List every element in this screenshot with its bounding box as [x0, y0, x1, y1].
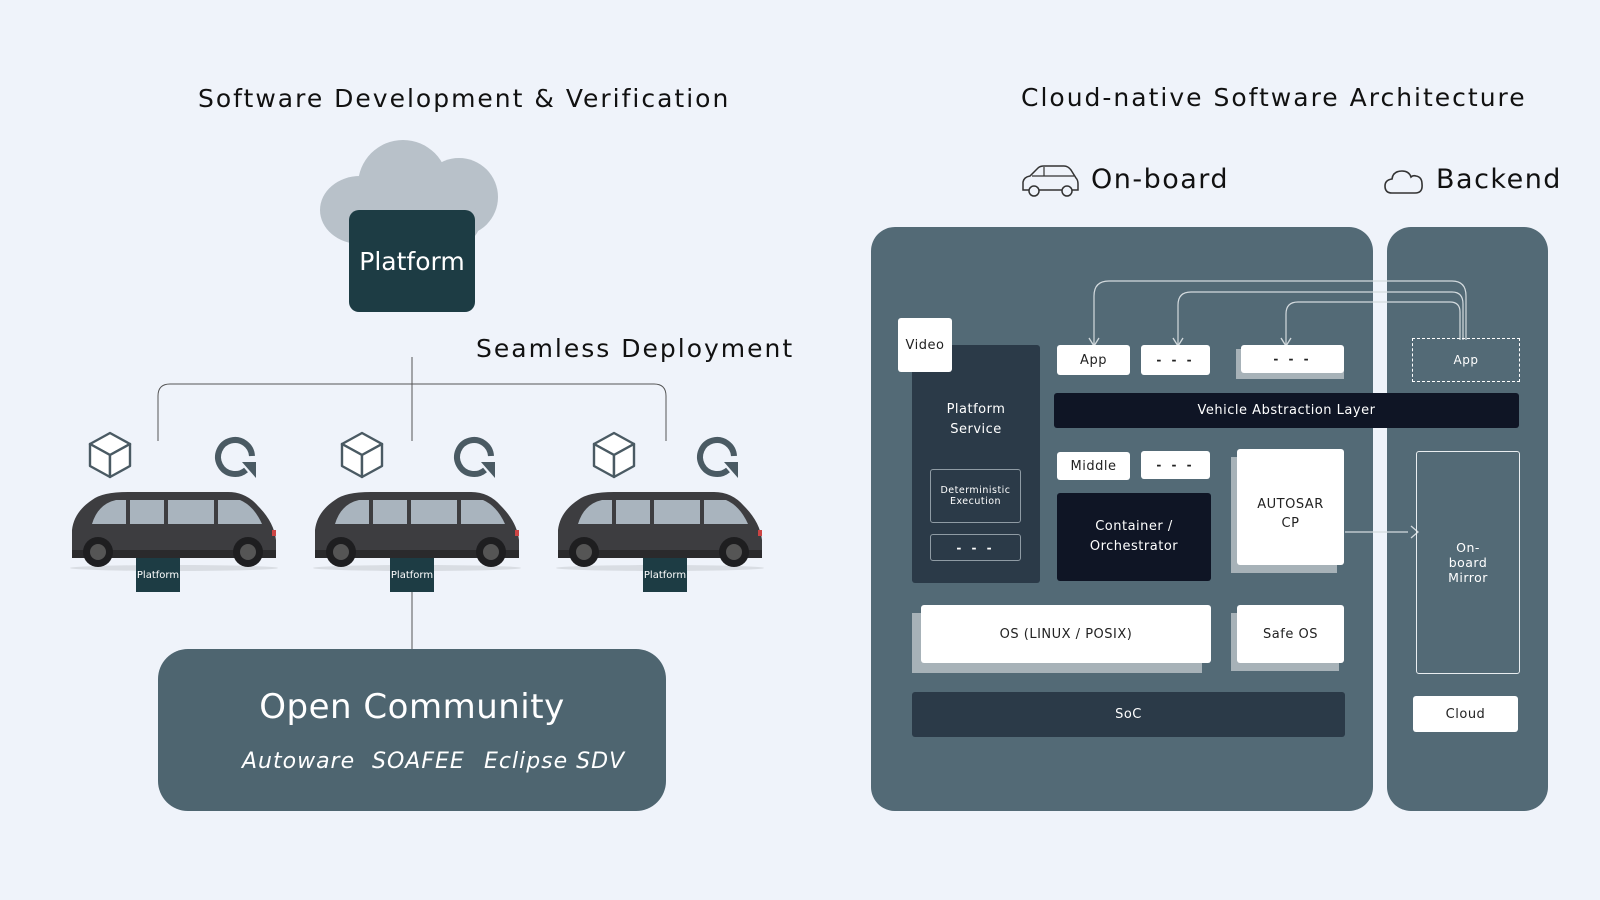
backend-app-box: App	[1412, 338, 1520, 382]
community-item-eclipse-sdv: Eclipse SDV	[484, 749, 626, 774]
update-icon	[697, 437, 738, 478]
package-icon	[88, 431, 132, 479]
video-box: Video	[898, 318, 952, 372]
backend-label: Backend	[1436, 164, 1562, 195]
safe-os-box: Safe OS	[1237, 605, 1344, 663]
cloud-box: Cloud	[1413, 696, 1518, 732]
package-icon	[340, 431, 384, 479]
community-item-autoware: Autoware	[242, 749, 356, 774]
container-orchestrator-box: Container / Orchestrator	[1057, 493, 1211, 581]
app-more-box: - - -	[1241, 345, 1344, 373]
vehicle-icon	[556, 492, 764, 571]
onboard-mirror-box: On-board Mirror	[1416, 451, 1520, 674]
deployment-label: Seamless Deployment	[476, 334, 795, 363]
vehicle-icon	[313, 492, 521, 571]
onboard-label: On-board	[1091, 164, 1230, 195]
car-outline-icon	[1022, 165, 1079, 197]
middle-box: Middle	[1057, 452, 1130, 480]
car-platform-tag: Platform	[643, 558, 687, 592]
app-more-box: - - -	[1141, 345, 1210, 375]
community-title: Open Community	[259, 687, 565, 727]
platform-service-label: Platform Service	[946, 402, 1006, 437]
soc-bar: SoC	[912, 692, 1345, 737]
left-section-title: Software Development & Verification	[198, 84, 731, 113]
update-icon	[454, 437, 495, 478]
os-box: OS (LINUX / POSIX)	[921, 605, 1211, 663]
platform-service-block	[912, 345, 1040, 583]
car-platform-tag: Platform	[136, 558, 180, 592]
vehicle-abstraction-layer: Vehicle Abstraction Layer	[1054, 393, 1519, 428]
autosar-cp-box: AUTOSAR CP	[1237, 449, 1344, 565]
community-item-soafee: SOAFEE	[372, 749, 465, 774]
open-community-block: Open Community Autoware SOAFEE Eclipse S…	[158, 649, 666, 811]
car-platform-tag: Platform	[390, 558, 434, 592]
vehicle-icon	[70, 492, 278, 571]
app-box: App	[1057, 345, 1130, 375]
cloud-outline-icon	[1384, 170, 1423, 194]
middle-more-box: - - -	[1141, 451, 1210, 479]
update-icon	[215, 437, 256, 478]
deterministic-execution-box: Deterministic Execution	[930, 469, 1021, 523]
cloud-platform-box: Platform	[349, 210, 475, 312]
platform-service-more-box: - - -	[930, 534, 1021, 561]
package-icon	[592, 431, 636, 479]
right-section-title: Cloud-native Software Architecture	[1021, 83, 1527, 112]
